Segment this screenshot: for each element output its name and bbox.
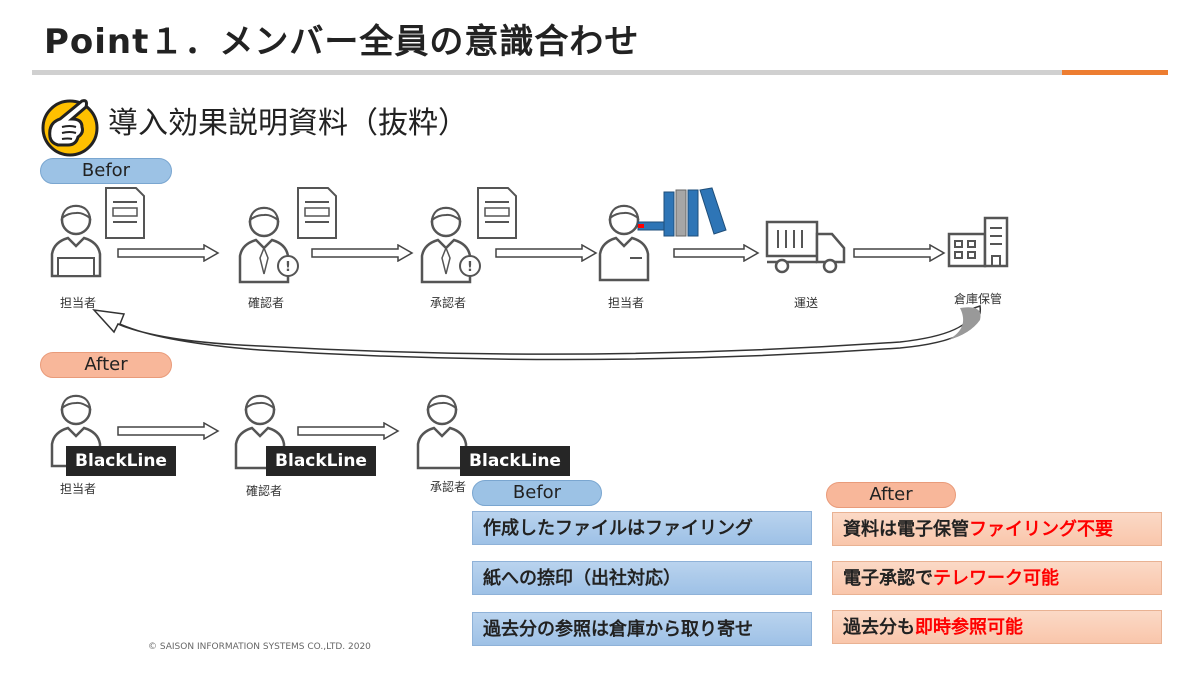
svg-text:!: ! [285,260,291,275]
title-divider-accent [1062,70,1168,75]
person-approver-icon [416,394,468,470]
after-item: 電子承認でテレワーク可能 [832,561,1162,595]
right-arrow-icon [311,244,414,262]
compare-before-header: Befor [472,480,602,506]
binder-files-icon [637,187,727,237]
person-approver-icon: ! [420,206,481,284]
before-label: Befor [40,158,172,184]
pointing-hand-icon [41,99,99,157]
flow-label-warehouse: 倉庫保管 [953,292,1002,306]
after-item-highlight: ファイリング不要 [969,519,1113,540]
document-icon [297,187,337,239]
flow-label-staff: 担当者 [607,296,644,310]
after-item-highlight: 即時参照可能 [915,617,1023,638]
right-arrow-icon [673,244,760,262]
flow-label-checker: 確認者 [245,484,282,498]
after-item-text: 電子承認で [843,568,933,589]
blackline-badge: BlackLine [66,446,176,476]
after-item: 過去分も即時参照可能 [832,610,1162,644]
right-arrow-icon [853,244,946,262]
person-checker-icon: ! [238,206,299,284]
person-staff-icon [50,204,102,278]
warehouse-building-icon [947,216,1009,268]
svg-text:!: ! [467,260,473,275]
page-title: Point１．メンバー全員の意識合わせ [44,22,640,62]
person-staff-icon [598,204,650,282]
blackline-badge: BlackLine [460,446,570,476]
right-arrow-icon [117,244,220,262]
compare-after-header: After [826,482,956,508]
title-divider [32,70,1062,75]
right-arrow-icon [495,244,598,262]
flow-label-approver: 承認者 [429,296,466,310]
after-item-highlight: テレワーク可能 [933,568,1059,589]
document-icon [105,187,145,239]
copyright-footer: © SAISON INFORMATION SYSTEMS CO.,LTD. 20… [148,642,371,652]
right-arrow-icon [297,422,400,440]
return-curve-arrow-icon [92,305,981,361]
after-item-text: 過去分も [843,617,915,638]
flow-label-staff: 担当者 [59,296,96,310]
before-item: 作成したファイルはファイリング [472,511,812,545]
flow-label-staff: 担当者 [59,482,96,496]
before-item: 過去分の参照は倉庫から取り寄せ [472,612,812,646]
truck-icon [765,220,846,274]
blackline-badge: BlackLine [266,446,376,476]
after-item: 資料は電子保管ファイリング不要 [832,512,1162,546]
before-item: 紙への捺印（出社対応） [472,561,812,595]
flow-label-checker: 確認者 [247,296,284,310]
after-item-text: 資料は電子保管 [843,519,969,540]
flow-label-approver: 承認者 [429,480,466,494]
flow-label-transport: 運送 [793,296,818,310]
section-subtitle: 導入効果説明資料（抜粋） [108,106,468,141]
document-icon [477,187,517,239]
right-arrow-icon [117,422,220,440]
after-label: After [40,352,172,378]
